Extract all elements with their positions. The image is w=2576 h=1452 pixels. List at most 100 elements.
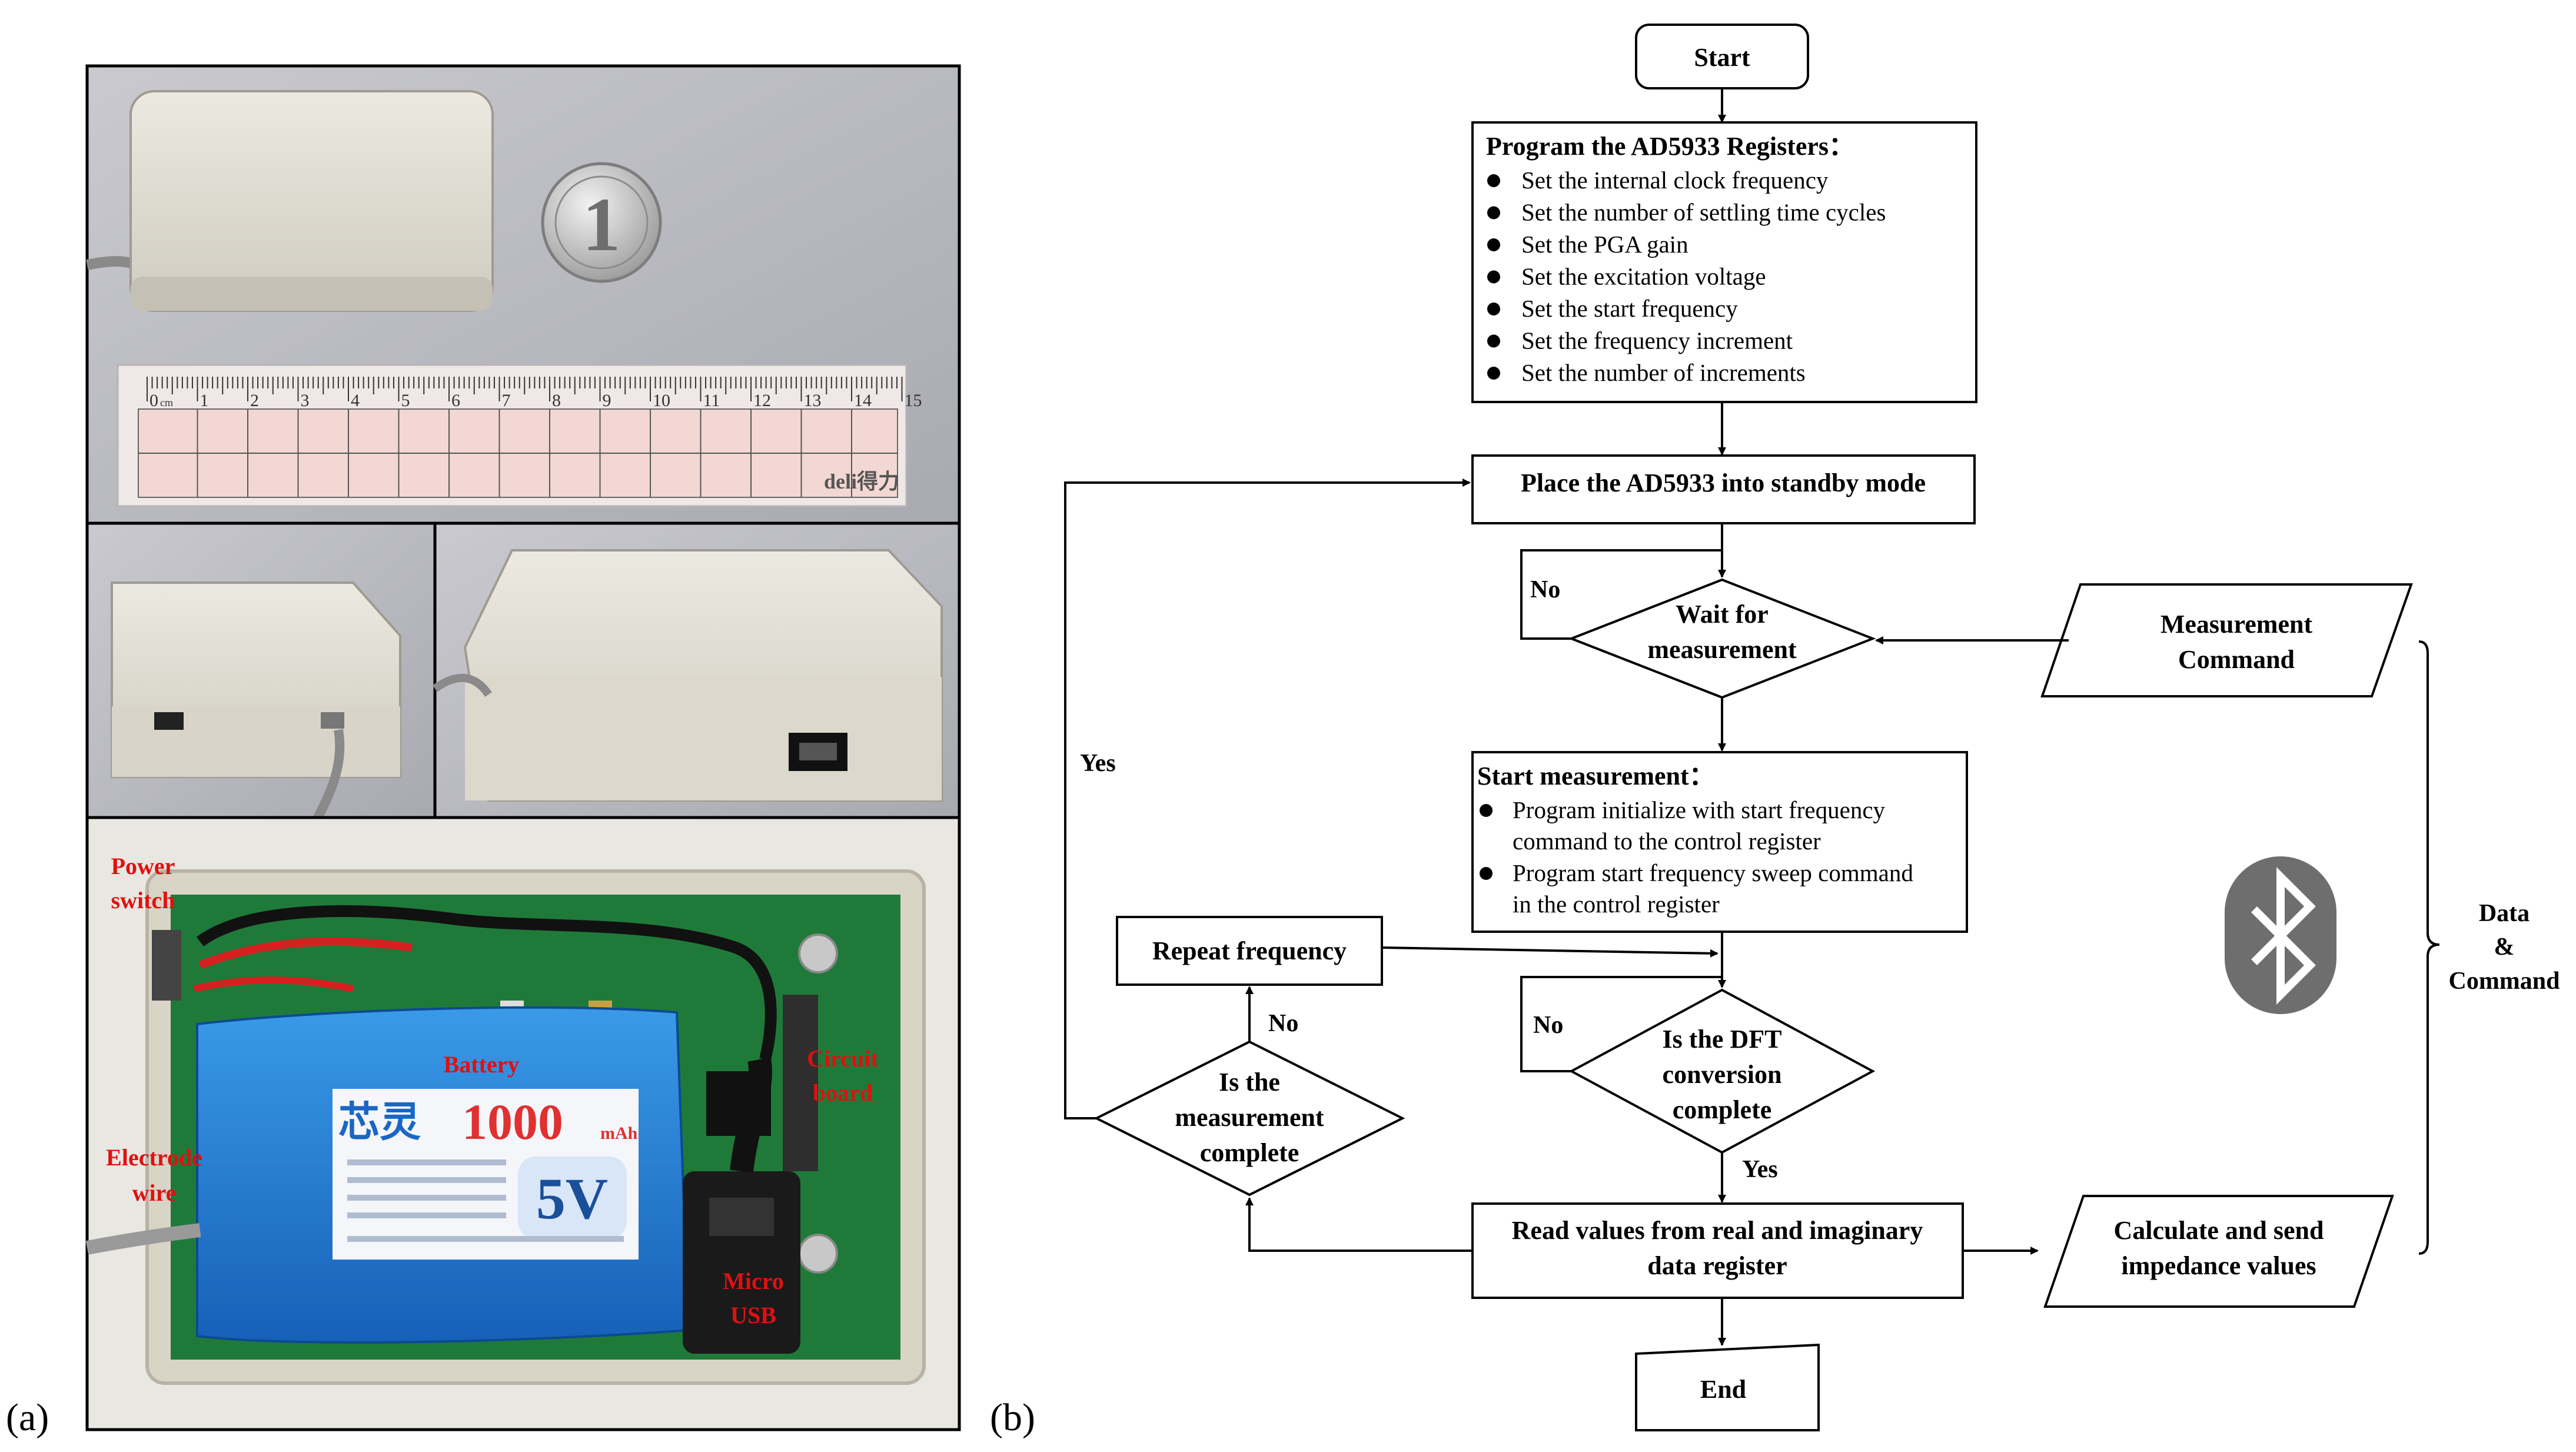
data-command-line-2: & <box>2494 933 2515 961</box>
panel-b-label: (b) <box>990 1396 1035 1439</box>
data-command-line-3: Command <box>2448 968 2560 995</box>
meas-complete-line-2: measurement <box>1175 1103 1324 1132</box>
start-measurement-items: Program initialize with start frequency c… <box>1480 796 1913 918</box>
photo-bottom: 芯灵 1000 mAh 5V Power switch <box>85 816 961 1431</box>
ruler-number: 9 <box>603 391 611 410</box>
ruler-number: 1 <box>200 391 209 410</box>
node-dft-decision: Is the DFT conversion complete <box>1568 988 1876 1154</box>
program-item: Set the PGA gain <box>1521 231 1688 258</box>
label-electrode: Electrode <box>106 1144 202 1171</box>
node-program-registers: Program the AD5933 Registers： Set the in… <box>1471 121 1977 403</box>
ruler-number: 0 <box>149 391 158 410</box>
wait-line-1: Wait for <box>1676 600 1769 629</box>
calc-send-line-1: Calculate and send <box>2114 1216 2324 1245</box>
program-bullet <box>1487 303 1500 315</box>
program-title: Program the AD5933 Registers： <box>1486 132 1854 161</box>
battery: 芯灵 1000 mAh 5V <box>196 1006 690 1344</box>
micro-usb-connector <box>683 1057 800 1354</box>
program-bullet <box>1487 206 1500 220</box>
dft-yes-label: Yes <box>1742 1156 1778 1183</box>
program-bullet <box>1487 174 1500 187</box>
program-item: Set the excitation voltage <box>1521 263 1766 290</box>
wait-line-2: measurement <box>1647 635 1797 664</box>
dft-line-1: Is the DFT <box>1663 1025 1782 1054</box>
label-switch: switch <box>111 887 175 913</box>
program-item: Set the frequency increment <box>1521 327 1793 354</box>
repeat-frequency-text: Repeat frequency <box>1152 936 1347 965</box>
program-item: Set the internal clock frequency <box>1521 167 1829 194</box>
coin-text: 1 <box>583 182 621 267</box>
meas-cmd-line-1: Measurement <box>2160 610 2313 639</box>
ruler-number: 7 <box>502 391 511 410</box>
photo-middle-right <box>432 521 961 819</box>
ruler-number: 13 <box>804 391 822 410</box>
start-meas-bullet <box>1480 867 1493 880</box>
node-measurement-command: Measurement Command <box>2040 583 2413 697</box>
program-bullet <box>1487 238 1500 251</box>
label-board: board <box>813 1079 873 1106</box>
meas-complete-yes-label: Yes <box>1080 750 1116 777</box>
node-measurement-complete-decision: Is the measurement complete <box>1093 1040 1405 1197</box>
ruler-brand: deli得力 <box>824 470 899 493</box>
ruler-unit: cm <box>160 397 173 408</box>
read-values-line-2: data register <box>1647 1251 1787 1280</box>
bluetooth-icon <box>2225 856 2336 1014</box>
ruler-number: 6 <box>451 391 460 410</box>
ruler-number: 10 <box>653 391 670 410</box>
ruler-number: 8 <box>552 391 561 410</box>
label-wire: wire <box>132 1179 177 1206</box>
start-meas-item-line: in the control register <box>1513 891 1720 918</box>
dft-no-label: No <box>1533 1012 1563 1039</box>
program-item: Set the start frequency <box>1521 295 1738 322</box>
battery-brand: 芯灵 <box>338 1100 421 1145</box>
photo-middle-left <box>85 521 437 820</box>
wait-no-label: No <box>1530 576 1560 603</box>
dft-line-3: complete <box>1673 1095 1772 1124</box>
ruler-number: 4 <box>351 391 360 410</box>
start-meas-item-line: Program initialize with start frequency <box>1513 796 1886 823</box>
label-micro: Micro <box>723 1268 784 1294</box>
battery-voltage: 5V <box>536 1166 608 1231</box>
coin: 1 <box>541 162 662 283</box>
label-power: Power <box>111 853 175 879</box>
dft-line-2: conversion <box>1663 1060 1782 1089</box>
meas-complete-line-1: Is the <box>1219 1068 1280 1097</box>
start-text: Start <box>1694 43 1750 72</box>
node-read-values: Read values from real and imaginary data… <box>1471 1202 1964 1299</box>
node-end: End <box>1635 1343 1820 1431</box>
ruler-number: 12 <box>753 391 771 410</box>
node-wait-decision: Wait for measurement <box>1568 578 1876 699</box>
meas-complete-no-label: No <box>1268 1010 1298 1037</box>
panel-b-flowchart: (b) Start Program the AD5933 Registers： … <box>990 24 2560 1439</box>
standby-text: Place the AD5933 into standby mode <box>1521 469 1926 497</box>
calc-send-line-2: impedance values <box>2121 1251 2316 1280</box>
program-bullet <box>1487 270 1500 284</box>
ruler-number: 11 <box>703 391 720 410</box>
start-meas-bullet <box>1480 804 1493 817</box>
program-bullet <box>1487 367 1500 380</box>
program-item: Set the number of settling time cycles <box>1521 199 1886 226</box>
ruler-grid <box>138 409 898 497</box>
start-meas-item-line: command to the control register <box>1513 828 1821 855</box>
label-circuit: Circuit <box>807 1045 879 1072</box>
start-meas-item-line: Program start frequency sweep command <box>1513 859 1913 886</box>
battery-unit: mAh <box>600 1124 638 1143</box>
panel-a-label: (a) <box>6 1396 49 1439</box>
ruler-number: 14 <box>854 391 872 410</box>
data-command-line-1: Data <box>2479 900 2530 927</box>
data-command-brace <box>2418 640 2440 1255</box>
read-values-line-1: Read values from real and imaginary <box>1512 1216 1923 1245</box>
ruler-number: 2 <box>250 391 259 410</box>
label-battery: Battery <box>444 1051 520 1078</box>
battery-capacity: 1000 <box>462 1094 563 1150</box>
ruler-number: 15 <box>905 391 922 410</box>
label-usb: USB <box>730 1302 776 1328</box>
program-bullet <box>1487 334 1500 348</box>
